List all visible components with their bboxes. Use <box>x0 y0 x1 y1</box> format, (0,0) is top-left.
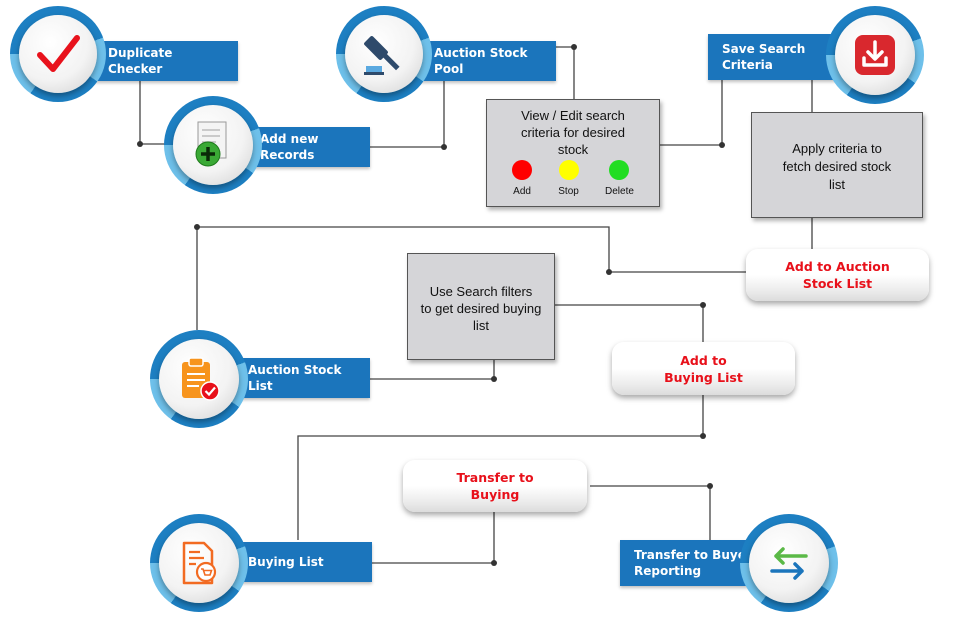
clipboard-check-icon <box>159 339 239 419</box>
junction-dot <box>491 560 497 566</box>
add-new-records-label: Add new Records <box>246 127 370 167</box>
checkmark-icon <box>19 15 97 93</box>
wire-buyinglist-to-transfer <box>370 512 495 564</box>
junction-dot <box>707 483 713 489</box>
wire-addauction-to-top <box>196 226 748 330</box>
node-buying-list: Buying List <box>150 514 372 612</box>
auction-stock-list-label: Auction Stock List <box>234 358 370 398</box>
node-ring <box>150 330 248 428</box>
wire-filters-to-addbuying <box>555 304 704 343</box>
junction-dot <box>571 44 577 50</box>
node-ring <box>164 96 262 194</box>
node-ring <box>10 6 106 102</box>
junction-dot <box>137 141 143 147</box>
stop-control[interactable]: Stop <box>558 160 579 200</box>
junction-dot <box>491 376 497 382</box>
yellow-dot-icon <box>558 160 579 180</box>
wire-addbuying-to-buyinglist <box>297 395 704 540</box>
junction-dot <box>606 269 612 275</box>
node-ring <box>826 6 924 104</box>
transfer-to-buying-button[interactable]: Transfer to Buying <box>403 460 587 512</box>
add-to-buying-list-button[interactable]: Add to Buying List <box>612 342 795 395</box>
criteria-controls: Add Stop Delete <box>487 160 659 200</box>
node-ring <box>150 514 248 612</box>
node-transfer-to-buyer-reporting: Transfer to Buyer Reporting <box>620 514 842 612</box>
node-save-search-criteria: Save Search Criteria <box>708 6 928 104</box>
transfer-arrows-icon <box>749 523 829 603</box>
node-add-new-records: Add new Records <box>164 96 384 196</box>
node-duplicate-checker: Duplicate Checker <box>10 6 238 102</box>
add-document-icon <box>173 105 253 185</box>
node-ring <box>336 6 432 102</box>
view-edit-criteria-box: View / Edit search criteria for desired … <box>486 99 660 207</box>
search-filters-box: Use Search filters to get desired buying… <box>407 253 555 360</box>
junction-dot <box>441 144 447 150</box>
junction-dot <box>719 142 725 148</box>
auction-stock-pool-label: Auction Stock Pool <box>420 41 556 81</box>
add-to-auction-stock-list-button[interactable]: Add to Auction Stock List <box>746 249 929 301</box>
download-icon <box>835 15 915 95</box>
buying-list-label: Buying List <box>234 542 372 582</box>
delete-control[interactable]: Delete <box>605 160 634 200</box>
red-dot-icon <box>512 160 533 180</box>
node-ring <box>740 514 838 612</box>
junction-dot <box>194 224 200 230</box>
node-auction-stock-list: Auction Stock List <box>150 330 372 428</box>
wire-auctionlist-to-filters <box>370 360 495 380</box>
add-control[interactable]: Add <box>512 160 533 200</box>
gavel-icon <box>345 15 423 93</box>
duplicate-checker-label: Duplicate Checker <box>94 41 238 81</box>
junction-dot <box>700 302 706 308</box>
apply-criteria-box: Apply criteria to fetch desired stock li… <box>751 112 923 218</box>
junction-dot <box>700 433 706 439</box>
node-auction-stock-pool: Auction Stock Pool <box>336 6 558 102</box>
green-dot-icon <box>609 160 630 180</box>
invoice-cart-icon <box>159 523 239 603</box>
